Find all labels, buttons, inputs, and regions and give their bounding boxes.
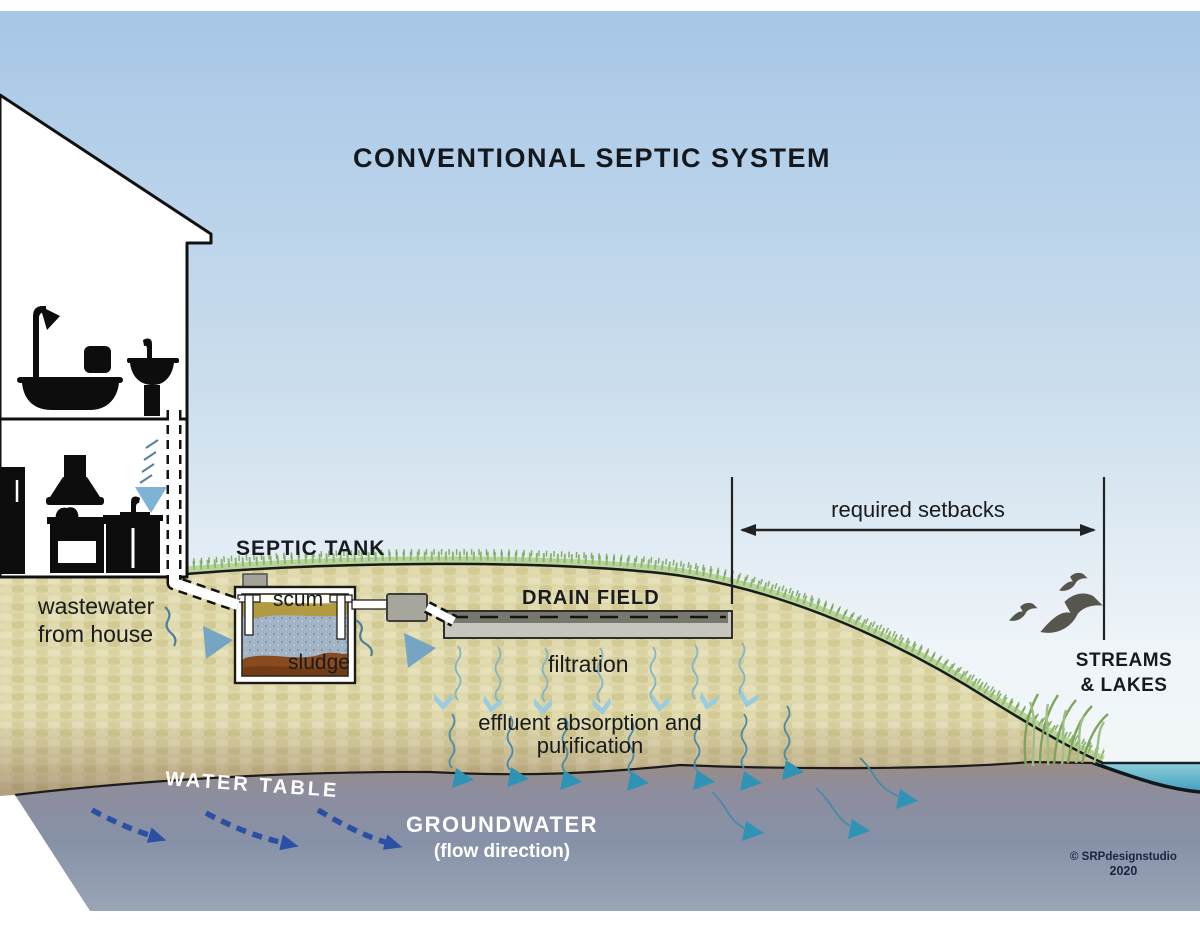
drain-field-pipe: [443, 610, 733, 639]
scum-label: scum: [272, 588, 324, 611]
bathroom-fixtures: [17, 306, 179, 416]
groundwater-flow-arrows: [90, 807, 403, 851]
page-title: CONVENTIONAL SEPTIC SYSTEM: [352, 143, 832, 173]
bathtub-icon: [22, 383, 119, 410]
outlet-pipe: [351, 593, 457, 627]
septic-tank: [233, 573, 357, 685]
kitchen-fixtures: [0, 455, 163, 574]
bottom-margin: [0, 911, 1200, 928]
corner-wedge: [0, 795, 90, 911]
tank-scum: [242, 602, 348, 618]
effluent-label: effluent absorption and purification: [478, 710, 702, 758]
sink-icon: [130, 363, 174, 385]
septic-tank-label: SEPTIC TANK: [236, 537, 386, 560]
sludge-label: sludge: [288, 651, 350, 674]
drain-field-label: DRAIN FIELD: [522, 587, 660, 609]
absorption-squiggles: [448, 705, 899, 829]
credit: © SRPdesignstudio 2020: [1070, 851, 1177, 878]
sink-rim: [127, 358, 179, 363]
drain-flow-arrow: [135, 439, 167, 513]
distribution-box: [386, 593, 428, 622]
shore-grass-icon: [1023, 693, 1109, 767]
house-icon: [0, 93, 213, 579]
filtration-label: filtration: [548, 651, 629, 677]
counter-top: [103, 515, 163, 521]
tank-baffles: [237, 594, 353, 640]
water-table-line: [14, 760, 1094, 797]
shower-head-icon: [40, 306, 60, 330]
setback-measure: [730, 477, 1106, 640]
hood-duct: [64, 455, 86, 478]
stove-top: [47, 517, 107, 524]
streams-lakes-label: STREAMS & LAKES: [1075, 650, 1173, 696]
sink-faucet-icon: [143, 338, 152, 358]
required-setbacks-label: required setbacks: [831, 497, 1005, 522]
sink-pedestal: [144, 385, 160, 416]
fridge-icon: [0, 467, 25, 574]
kitchen-sink-rim: [120, 512, 150, 516]
toilet-cistern-icon: [84, 346, 111, 373]
tank-effluent: [242, 612, 348, 658]
kitchen-faucet-icon: [131, 496, 140, 514]
top-margin: [0, 0, 1200, 11]
shower-icon: [33, 306, 46, 378]
bathtub-rim: [17, 377, 123, 383]
wastewater-label: wastewater from house: [38, 593, 155, 647]
groundwater-label: GROUNDWATER (flow direction): [405, 812, 599, 862]
range-hood-icon: [50, 477, 100, 497]
house-drain-pipe: [166, 410, 241, 613]
lake: [1092, 761, 1200, 794]
tank-flow-arrows: [164, 606, 436, 668]
